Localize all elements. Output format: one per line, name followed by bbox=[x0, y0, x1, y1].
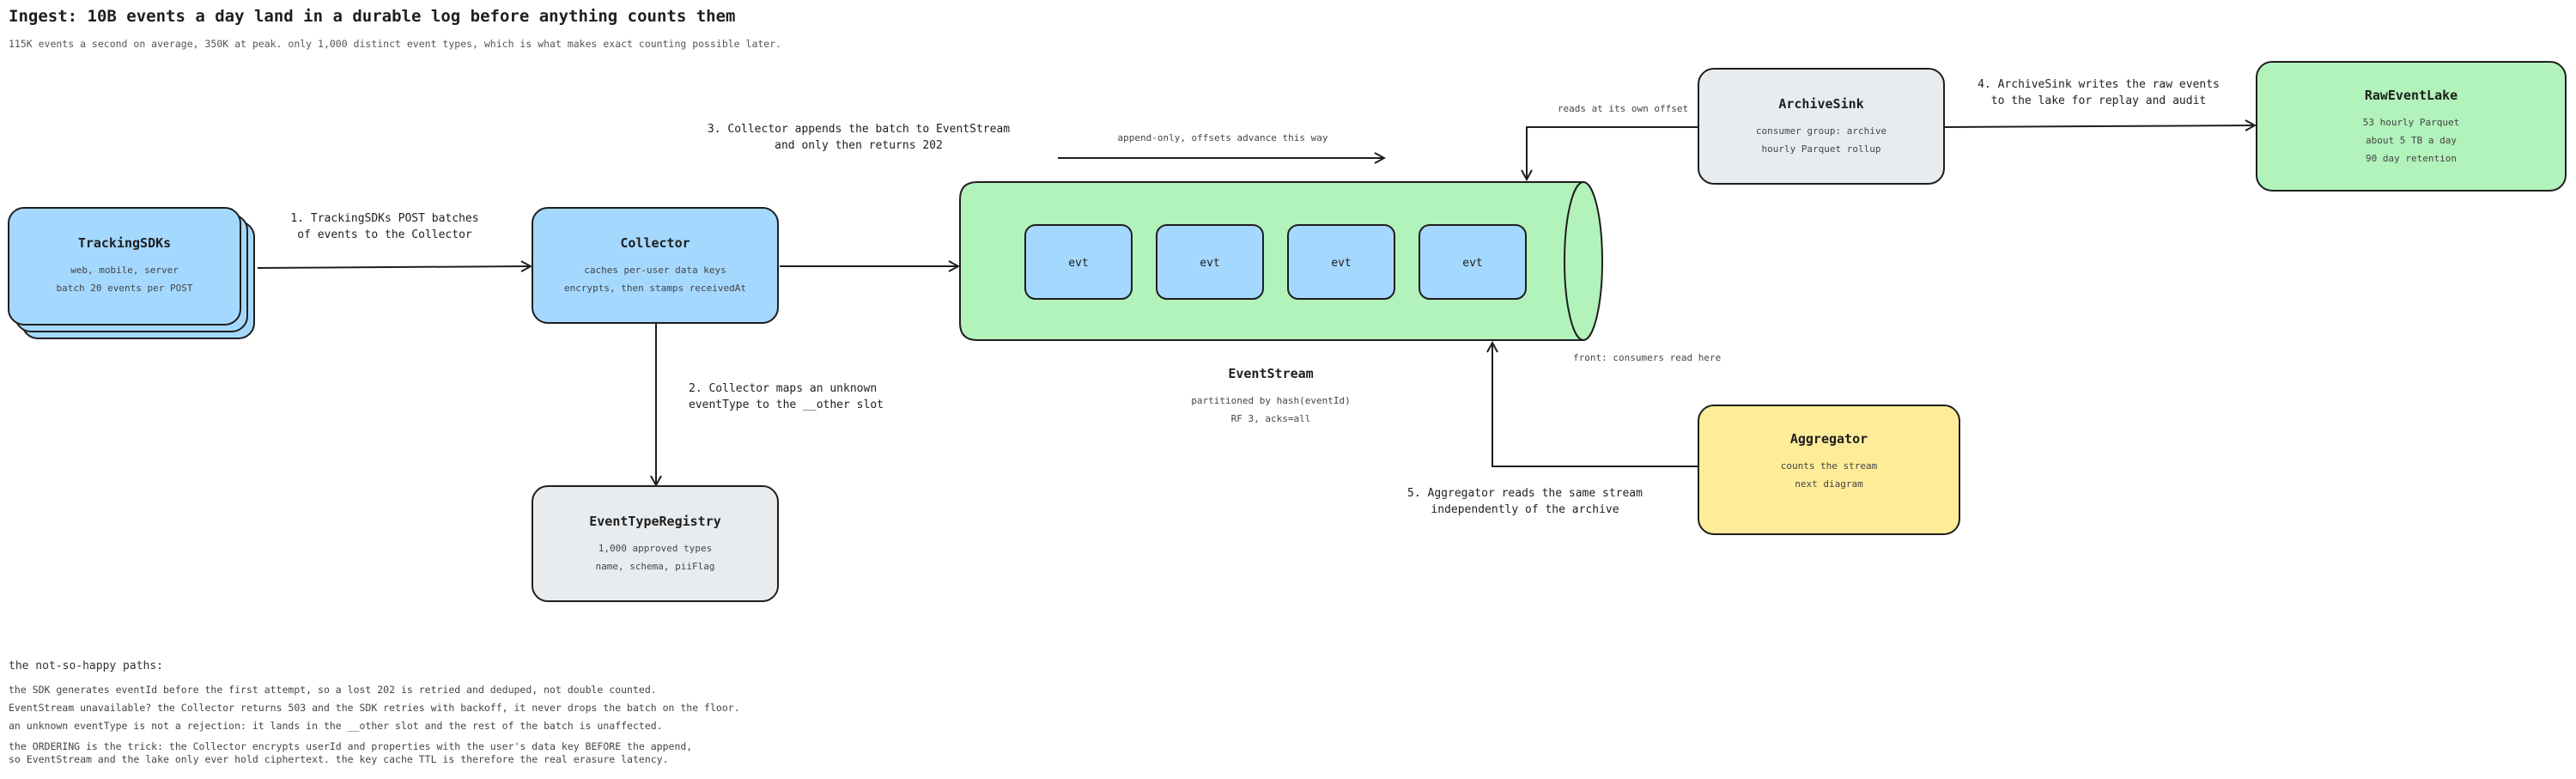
label-step-4-line-2: to the lake for replay and audit bbox=[1991, 94, 2206, 107]
note-item-3: an unknown eventType is not a rejection:… bbox=[9, 720, 663, 732]
event-stream-cell-1-label: evt bbox=[1068, 257, 1088, 270]
tracking-sdks-box bbox=[8, 207, 241, 326]
page-subtitle: 115K events a second on average, 350K at… bbox=[9, 38, 782, 50]
archive-sink-title: ArchiveSink bbox=[1778, 96, 1863, 112]
event-stream-cell-4: evt bbox=[1419, 224, 1527, 300]
label-step-5-line-2: independently of the archive bbox=[1431, 503, 1619, 516]
label-step-5-line-1: 5. Aggregator reads the same stream bbox=[1407, 487, 1643, 500]
arrow-sdks-to-collector bbox=[257, 266, 531, 268]
notes-title: the not-so-happy paths: bbox=[9, 660, 164, 672]
event-stream-cell-3-label: evt bbox=[1331, 257, 1351, 270]
aggregator-title: Aggregator bbox=[1790, 431, 1868, 447]
note-item-1: the SDK generates eventId before the fir… bbox=[9, 684, 657, 696]
label-step-1-line-2: of events to the Collector bbox=[297, 228, 472, 241]
label-front-consumers: front: consumers read here bbox=[1573, 352, 1721, 363]
aggregator-line-1: counts the stream bbox=[1781, 460, 1878, 472]
raw-event-lake-line-2: about 5 TB a day bbox=[2366, 135, 2457, 146]
event-type-registry-line-2: name, schema, piiFlag bbox=[595, 561, 714, 572]
collector-title: Collector bbox=[620, 235, 690, 251]
label-step-3-line-2: and only then returns 202 bbox=[775, 139, 943, 152]
event-stream-cell-3-box bbox=[1287, 224, 1395, 300]
archive-sink-line-2: hourly Parquet rollup bbox=[1761, 143, 1880, 155]
event-stream-cell-1-box bbox=[1024, 224, 1133, 300]
label-step-4-line-1: 4. ArchiveSink writes the raw events bbox=[1978, 78, 2220, 91]
label-step-3-line-1: 3. Collector appends the batch to EventS… bbox=[708, 123, 1010, 136]
node-collector: Collector caches per-user data keys encr… bbox=[532, 207, 779, 324]
raw-event-lake-line-3: 90 day retention bbox=[2366, 153, 2457, 164]
event-stream-cell-2-label: evt bbox=[1200, 257, 1219, 270]
event-stream-cell-3: evt bbox=[1287, 224, 1395, 300]
event-stream-line-1: partitioned by hash(eventId) bbox=[1191, 395, 1350, 406]
notes-section: the not-so-happy paths: the SDK generate… bbox=[9, 660, 1039, 766]
event-stream-front-cap bbox=[1564, 181, 1603, 341]
page-title: Ingest: 10B events a day land in a durab… bbox=[9, 7, 736, 26]
label-append-only: append-only, offsets advance this way bbox=[1117, 132, 1327, 143]
label-step-1-line-1: 1. TrackingSDKs POST batches bbox=[290, 212, 478, 225]
aggregator-box bbox=[1698, 405, 1960, 535]
label-own-offset: reads at its own offset bbox=[1558, 103, 1688, 114]
node-archive-sink: ArchiveSink consumer group: archive hour… bbox=[1698, 68, 1945, 185]
tracking-sdks-line-1: web, mobile, server bbox=[70, 265, 179, 276]
arrow-archivesink-to-lake bbox=[1943, 125, 2255, 127]
note-item-2: EventStream unavailable? the Collector r… bbox=[9, 702, 740, 714]
note-ordering: the ORDERING is the trick: the Collector… bbox=[9, 740, 1039, 766]
arrow-archivesink-reads-stream bbox=[1527, 126, 1698, 180]
note-ordering-line-1: the ORDERING is the trick: the Collector… bbox=[9, 740, 693, 752]
event-type-registry-box bbox=[532, 485, 779, 602]
archive-sink-line-1: consumer group: archive bbox=[1756, 125, 1886, 137]
collector-line-2: encrypts, then stamps receivedAt bbox=[564, 283, 746, 294]
event-stream-cell-2-box bbox=[1156, 224, 1264, 300]
event-stream-cell-1: evt bbox=[1024, 224, 1133, 300]
archive-sink-box bbox=[1698, 68, 1945, 185]
raw-event-lake-line-1: 53 hourly Parquet bbox=[2363, 117, 2460, 128]
aggregator-line-2: next diagram bbox=[1795, 478, 1863, 490]
raw-event-lake-box bbox=[2256, 61, 2567, 192]
event-stream-cell-4-label: evt bbox=[1462, 257, 1482, 270]
tracking-sdks-title: TrackingSDKs bbox=[78, 235, 171, 251]
node-tracking-sdks: TrackingSDKs web, mobile, server batch 2… bbox=[8, 207, 255, 339]
event-stream-body bbox=[959, 181, 1584, 341]
collector-box bbox=[532, 207, 779, 324]
tracking-sdks-line-2: batch 20 events per POST bbox=[57, 283, 193, 294]
collector-line-1: caches per-user data keys bbox=[584, 265, 726, 276]
raw-event-lake-title: RawEventLake bbox=[2365, 88, 2458, 103]
label-step-2-line-1: 2. Collector maps an unknown bbox=[689, 382, 877, 395]
event-stream-cell-2: evt bbox=[1156, 224, 1264, 300]
node-raw-event-lake: RawEventLake 53 hourly Parquet about 5 T… bbox=[2256, 61, 2567, 192]
node-aggregator: Aggregator counts the stream next diagra… bbox=[1698, 405, 1960, 535]
note-ordering-line-2: so EventStream and the lake only ever ho… bbox=[9, 753, 669, 765]
event-stream-title: EventStream bbox=[1228, 366, 1313, 381]
event-type-registry-title: EventTypeRegistry bbox=[589, 514, 721, 529]
arrow-aggregator-reads-stream bbox=[1492, 343, 1698, 467]
node-event-type-registry: EventTypeRegistry 1,000 approved types n… bbox=[532, 485, 779, 602]
event-stream-cell-4-box bbox=[1419, 224, 1527, 300]
event-type-registry-line-1: 1,000 approved types bbox=[598, 543, 712, 554]
label-step-2-line-2: eventType to the __other slot bbox=[689, 399, 884, 411]
node-event-stream: evt evt evt evt EventStream partitioned … bbox=[959, 181, 1603, 424]
event-stream-line-2: RF 3, acks=all bbox=[1231, 413, 1311, 424]
